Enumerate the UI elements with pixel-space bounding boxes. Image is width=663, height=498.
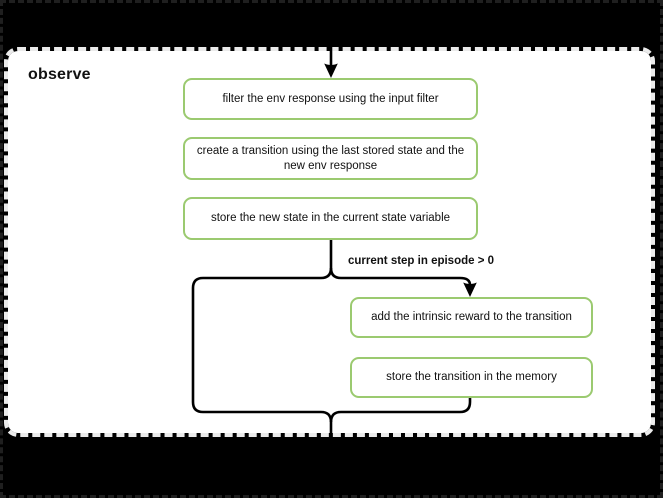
group-title: observe [28, 66, 91, 83]
flow-node-filter-env-response: filter the env response using the input … [183, 78, 478, 120]
flow-node-create-transition: create a transition using the last store… [183, 137, 478, 180]
flow-node-store-new-state: store the new state in the current state… [183, 197, 478, 240]
bypass-connector [191, 240, 333, 460]
branch-connector [329, 267, 477, 297]
flow-node-store-transition: store the transition in the memory [350, 357, 593, 398]
arrow-down-icon [463, 282, 477, 297]
arrow-down-icon [324, 63, 338, 78]
flow-node-add-intrinsic-reward: add the intrinsic reward to the transiti… [350, 297, 593, 338]
branch-condition-label: current step in episode > 0 [348, 255, 495, 267]
merge-connector [329, 398, 472, 423]
entry-arrow [324, 36, 338, 78]
